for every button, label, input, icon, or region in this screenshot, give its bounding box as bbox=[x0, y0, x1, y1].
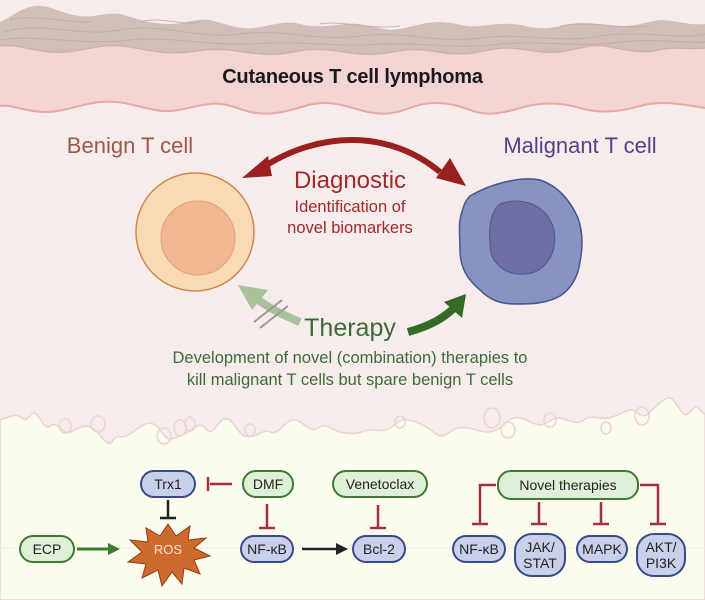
stratum-border bbox=[0, 45, 705, 56]
novel-nfkb-edge bbox=[478, 483, 496, 524]
node-trx1-label: Trx1 bbox=[154, 476, 182, 492]
benign-t-cell-illustration bbox=[135, 172, 255, 292]
therapy-description: Development of novel (combination) thera… bbox=[90, 347, 610, 391]
stratum-texture bbox=[0, 17, 705, 47]
node-mapk: MAPK bbox=[576, 535, 628, 563]
node-akt-pi3k: AKT/PI3K bbox=[636, 533, 686, 577]
node-novel-therapies: Novel therapies bbox=[497, 470, 639, 500]
node-bcl2: Bcl-2 bbox=[352, 535, 406, 563]
node-nfkb-1-label: NF-κB bbox=[247, 541, 287, 557]
node-jak-stat: JAK/STAT bbox=[514, 533, 566, 577]
diagnostic-description: Identification of novel biomarkers bbox=[250, 197, 450, 239]
node-nfkb-2: NF-κB bbox=[452, 535, 506, 563]
diagnostic-heading: Diagnostic bbox=[293, 167, 407, 194]
therapy-heading: Therapy bbox=[304, 314, 396, 342]
stratum-corneum-layer bbox=[0, 5, 705, 55]
node-nfkb-1: NF-κB bbox=[240, 535, 294, 563]
node-mapk-label: MAPK bbox=[582, 541, 622, 557]
novel-aktpi3k-edge bbox=[640, 483, 660, 524]
node-trx1: Trx1 bbox=[140, 470, 196, 498]
malignant-t-cell-illustration bbox=[458, 178, 583, 305]
diagnostic-line-2: novel biomarkers bbox=[287, 219, 413, 237]
node-dmf-label: DMF bbox=[252, 476, 284, 492]
epidermis-border bbox=[0, 100, 705, 115]
node-venetoclax-label: Venetoclax bbox=[345, 476, 415, 492]
node-dmf: DMF bbox=[242, 470, 294, 498]
block-mark-1 bbox=[253, 299, 283, 323]
node-jak-stat-label-2: STAT bbox=[523, 555, 557, 571]
arrowhead-right bbox=[436, 158, 466, 186]
ros-starburst bbox=[126, 523, 212, 588]
node-novel-therapies-label: Novel therapies bbox=[519, 477, 617, 493]
node-bcl2-label: Bcl-2 bbox=[363, 541, 395, 557]
node-akt-pi3k-label-2: PI3K bbox=[645, 555, 677, 571]
diagnostic-line-1: Identification of bbox=[294, 198, 406, 216]
arrowhead-left bbox=[242, 156, 272, 178]
node-nfkb-2-label: NF-κB bbox=[459, 541, 499, 557]
node-akt-pi3k-label-1: AKT/ bbox=[645, 539, 677, 555]
block-mark-2 bbox=[259, 305, 289, 329]
benign-t-cell-label: Benign T cell bbox=[66, 133, 194, 158]
node-ecp: ECP bbox=[19, 535, 75, 563]
node-ros-label: ROS bbox=[153, 542, 183, 557]
node-jak-stat-label-1: JAK/ bbox=[525, 539, 555, 555]
therapy-line-1: Development of novel (combination) thera… bbox=[172, 349, 528, 367]
malignant-t-cell-label: Malignant T cell bbox=[503, 133, 657, 158]
therapy-arrow-active bbox=[406, 294, 466, 336]
bubbles-decoration bbox=[58, 406, 650, 445]
diagnostic-double-arrow bbox=[242, 137, 466, 186]
therapy-line-2: kill malignant T cells but spare benign … bbox=[186, 371, 514, 389]
therapy-arrow-blocked bbox=[238, 285, 302, 329]
node-venetoclax: Venetoclax bbox=[332, 470, 428, 498]
node-ecp-label: ECP bbox=[32, 541, 62, 557]
diagram-title: Cutaneous T cell lymphoma bbox=[222, 66, 483, 88]
